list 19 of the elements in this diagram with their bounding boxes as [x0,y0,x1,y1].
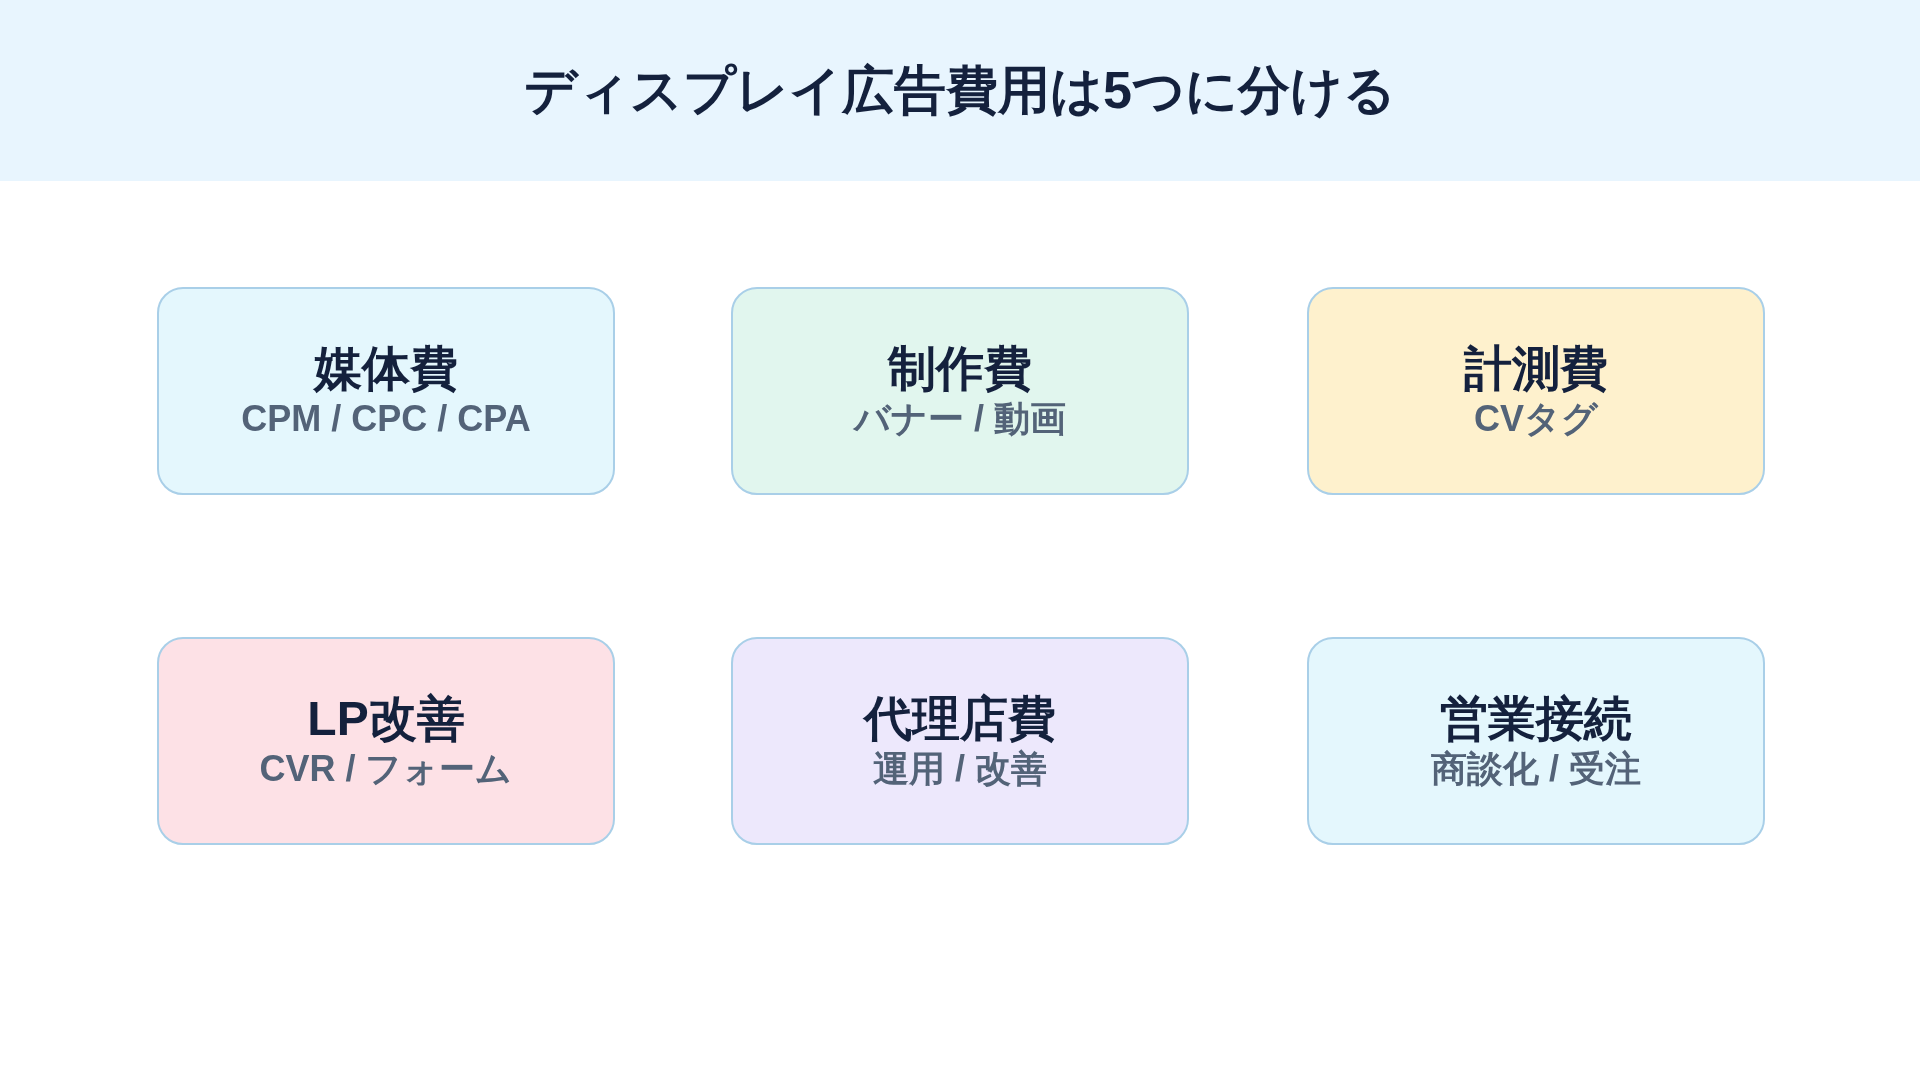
category-card [1307,637,1765,845]
category-card [731,287,1189,495]
card-subtitle: バナー / 動画 [854,397,1066,441]
card-heading: 代理店費 [864,691,1056,747]
card-heading: 媒体費 [314,341,458,397]
card-heading: LP改善 [307,691,465,747]
category-card [157,637,615,845]
card-subtitle: CVタグ [1474,397,1598,441]
card-heading: 営業接続 [1440,691,1632,747]
card-subtitle: CVR / フォーム [259,747,513,791]
card-subtitle: CPM / CPC / CPA [241,397,531,441]
category-card [731,637,1189,845]
title: ディスプレイ広告費用は5つに分ける [524,60,1396,121]
category-card [157,287,615,495]
category-card [1307,287,1765,495]
card-heading: 制作費 [888,341,1032,397]
card-subtitle: 商談化 / 受注 [1431,747,1641,791]
card-heading: 計測費 [1464,341,1608,397]
card-subtitle: 運用 / 改善 [873,747,1047,791]
